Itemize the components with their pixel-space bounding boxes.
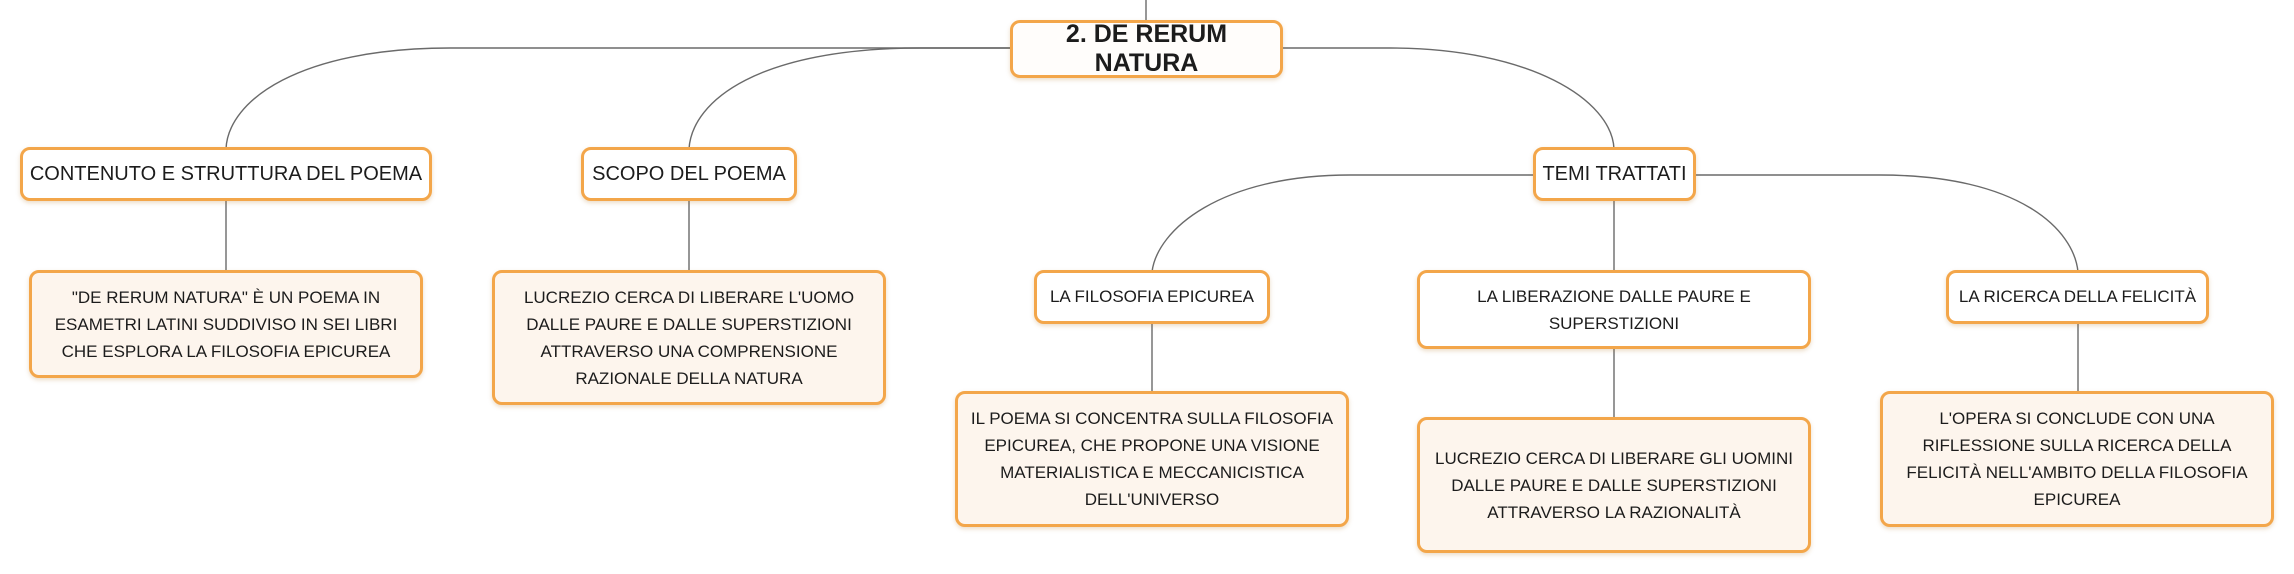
topic-contenuto[interactable]: CONTENUTO E STRUTTURA DEL POEMA — [20, 147, 432, 201]
topic-scopo[interactable]: SCOPO DEL POEMA — [581, 147, 797, 201]
subtopic-filosofia[interactable]: LA FILOSOFIA EPICUREA — [1034, 270, 1270, 324]
subtopic-felicita-label: LA RICERCA DELLA FELICITÀ — [1958, 287, 2197, 306]
detail-felicita[interactable]: L'OPERA SI CONCLUDE CON UNA RIFLESSIONE … — [1880, 391, 2274, 527]
detail-scopo-text: LUCREZIO CERCA DI LIBERARE L'UOMO DALLE … — [523, 287, 855, 388]
detail-liberazione-text: LUCREZIO CERCA DI LIBERARE GLI UOMINI DA… — [1434, 448, 1793, 522]
root-label: 2. DE RERUM NATURA — [1065, 20, 1228, 77]
connector-root-contenuto — [225, 47, 1010, 150]
topic-temi[interactable]: TEMI TRATTATI — [1533, 147, 1696, 201]
detail-liberazione[interactable]: LUCREZIO CERCA DI LIBERARE GLI UOMINI DA… — [1417, 417, 1811, 553]
detail-felicita-text: L'OPERA SI CONCLUDE CON UNA RIFLESSIONE … — [1906, 409, 2248, 509]
connector-root-scopo — [688, 47, 1010, 150]
topic-contenuto-label: CONTENUTO E STRUTTURA DEL POEMA — [29, 162, 423, 185]
detail-contenuto[interactable]: "DE RERUM NATURA" È UN POEMA IN ESAMETRI… — [29, 270, 423, 378]
topic-temi-label: TEMI TRATTATI — [1542, 162, 1687, 185]
detail-scopo[interactable]: LUCREZIO CERCA DI LIBERARE L'UOMO DALLE … — [492, 270, 886, 405]
detail-filosofia[interactable]: IL POEMA SI CONCENTRA SULLA FILOSOFIA EP… — [955, 391, 1349, 527]
detail-filosofia-text: IL POEMA SI CONCENTRA SULLA FILOSOFIA EP… — [970, 409, 1334, 509]
subtopic-filosofia-label: LA FILOSOFIA EPICUREA — [1049, 287, 1255, 306]
root-node[interactable]: 2. DE RERUM NATURA — [1010, 20, 1283, 78]
subtopic-liberazione-label: LA LIBERAZIONE DALLE PAURE E SUPERSTIZIO… — [1477, 286, 1751, 333]
connector-root-temi — [1283, 47, 1615, 150]
detail-contenuto-text: "DE RERUM NATURA" È UN POEMA IN ESAMETRI… — [54, 287, 398, 361]
connector-temi-felicita — [1696, 174, 2079, 273]
topic-scopo-label: SCOPO DEL POEMA — [592, 162, 786, 185]
subtopic-felicita[interactable]: LA RICERCA DELLA FELICITÀ — [1946, 270, 2209, 324]
subtopic-liberazione[interactable]: LA LIBERAZIONE DALLE PAURE E SUPERSTIZIO… — [1417, 270, 1811, 349]
connector-temi-filosofia — [1151, 174, 1533, 273]
